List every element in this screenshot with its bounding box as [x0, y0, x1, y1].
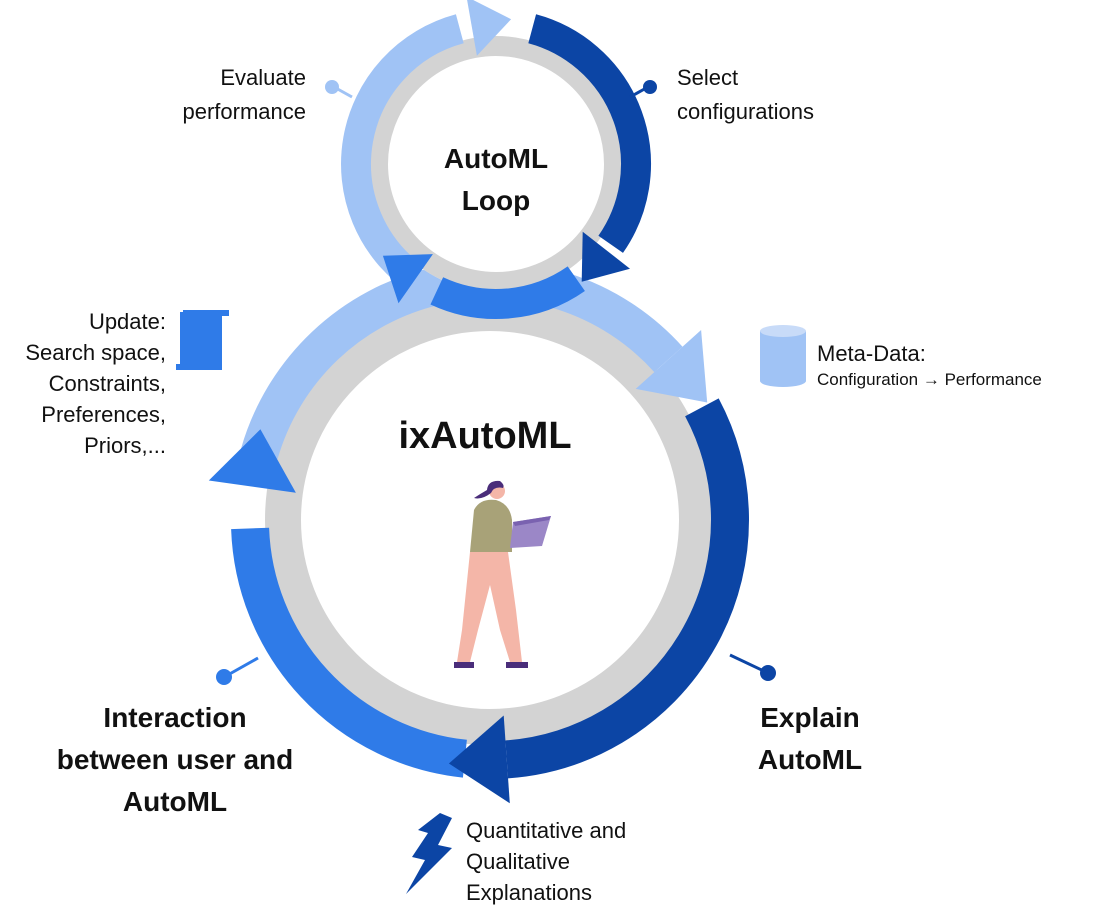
- ixautoml-title: ixAutoML: [398, 415, 572, 457]
- main-loop-mid-arc: [231, 527, 468, 778]
- connector-evaluate: [325, 80, 353, 99]
- connector-select: [629, 80, 657, 99]
- meta-data-subtitle: Configuration → Performance: [817, 370, 1042, 389]
- automl-loop-arrow-mid: [382, 254, 433, 304]
- connector-explain: [729, 653, 776, 681]
- select-label-line1: Select: [677, 65, 739, 90]
- explain-line-1: Explain: [760, 702, 860, 733]
- automl-loop-background: [368, 36, 624, 292]
- connector-interaction: [216, 656, 259, 685]
- main-loop-light-arc: [241, 260, 683, 460]
- meta-data-label: Meta-Data: Configuration → Performance: [817, 340, 1092, 392]
- automl-loop-title-line1: AutoML: [443, 143, 549, 174]
- interaction-line-1: Interaction: [103, 702, 247, 733]
- evaluate-label-line2: performance: [182, 99, 306, 124]
- update-line-3: Constraints,: [48, 371, 166, 396]
- database-icon: [760, 325, 806, 387]
- interaction-label: Interaction between user and AutoML: [30, 697, 320, 823]
- automl-loop-title: AutoML Loop: [396, 138, 596, 222]
- person-with-laptop-icon: [454, 480, 551, 668]
- explain-automl-label: Explain AutoML: [730, 697, 890, 781]
- automl-loop-title-line2: Loop: [461, 185, 531, 216]
- explanations-label: Quantitative and Qualitative Explanation…: [466, 815, 706, 908]
- select-label-line2: configurations: [677, 99, 814, 124]
- automl-loop-mid-arc: [430, 266, 585, 320]
- main-loop-dark-arc: [505, 398, 749, 779]
- automl-loop-gray-ring: [368, 36, 624, 292]
- main-loop-arrow-dark: [448, 715, 510, 804]
- update-label: Update: Search space, Constraints, Prefe…: [0, 306, 166, 461]
- explanations-line-2: Qualitative: [466, 849, 570, 874]
- update-line-5: Priors,...: [84, 433, 166, 458]
- explanations-line-3: Explanations: [466, 880, 592, 905]
- lightning-icon: [406, 813, 452, 894]
- main-loop-arrow-light: [635, 330, 708, 403]
- evaluate-performance-label: Evaluate performance: [140, 61, 306, 129]
- main-loop-arrow-mid: [208, 429, 296, 493]
- automl-loop-dark-arc: [528, 14, 651, 253]
- explanations-line-1: Quantitative and: [466, 818, 627, 843]
- explain-line-2: AutoML: [757, 744, 863, 775]
- update-line-4: Preferences,: [41, 402, 166, 427]
- automl-loop-arrow-dark: [581, 231, 630, 282]
- update-line-2: Search space,: [25, 340, 166, 365]
- automl-loop-arrow-light: [467, 0, 512, 56]
- document-icon: [176, 310, 229, 370]
- evaluate-label-line1: Evaluate: [220, 65, 306, 90]
- meta-data-title: Meta-Data:: [817, 341, 926, 366]
- update-line-1: Update:: [88, 309, 166, 334]
- interaction-line-2: between user and: [56, 744, 294, 775]
- interaction-line-3: AutoML: [122, 786, 228, 817]
- select-configurations-label: Select configurations: [677, 61, 877, 129]
- automl-loop-light-arc: [341, 14, 464, 291]
